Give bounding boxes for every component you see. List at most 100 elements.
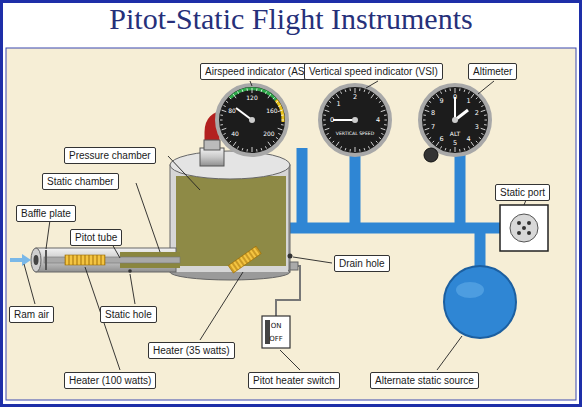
tick-mark bbox=[376, 97, 378, 99]
tick-mark bbox=[325, 128, 330, 130]
tick-mark bbox=[479, 101, 481, 103]
tick-mark bbox=[224, 133, 226, 134]
tick-mark bbox=[220, 115, 223, 116]
tick-mark bbox=[332, 141, 334, 143]
tick-mark bbox=[441, 92, 442, 94]
tick-mark bbox=[355, 88, 356, 93]
tick-mark bbox=[455, 88, 456, 93]
heater-100-coil bbox=[65, 255, 105, 265]
callout-box: Alternate static source bbox=[370, 372, 479, 389]
callout-label: Pitot tube bbox=[75, 232, 117, 243]
tick-mark bbox=[229, 141, 231, 143]
tick-mark bbox=[268, 142, 271, 146]
callout-label: Static chamber bbox=[47, 176, 114, 187]
tick-mark bbox=[381, 110, 386, 112]
tick-mark bbox=[233, 94, 236, 98]
heater-35-coil bbox=[228, 246, 261, 273]
gauge-marking: 1 bbox=[337, 100, 341, 107]
gauge-number: 1 bbox=[466, 97, 470, 105]
tick-mark bbox=[329, 101, 331, 103]
tick-mark bbox=[427, 133, 429, 134]
tick-mark bbox=[276, 137, 278, 139]
static-lines bbox=[286, 148, 500, 272]
callout-label: Static port bbox=[500, 187, 545, 198]
tick-mark bbox=[222, 110, 227, 112]
gauge-number: 7 bbox=[431, 123, 435, 131]
tick-mark bbox=[355, 147, 356, 152]
gauge-marking: 80 bbox=[228, 108, 236, 114]
tick-mark bbox=[282, 120, 285, 121]
gauge-marking: 200 bbox=[263, 131, 274, 137]
callout-label: Altimeter bbox=[473, 66, 512, 77]
gauge-number: 1 bbox=[337, 99, 341, 107]
tick-mark bbox=[323, 120, 326, 121]
tick-mark bbox=[459, 88, 460, 91]
tick-mark bbox=[429, 101, 431, 103]
tick-mark bbox=[341, 146, 342, 148]
tick-mark bbox=[381, 106, 383, 107]
tick-mark bbox=[229, 97, 231, 99]
gauge-marking: 4 bbox=[466, 135, 470, 142]
tick-mark bbox=[381, 133, 383, 134]
gauge-marking: 0 bbox=[330, 117, 334, 124]
tick-mark bbox=[432, 97, 434, 99]
tick-mark bbox=[481, 133, 483, 134]
tick-mark bbox=[323, 115, 326, 116]
static-port bbox=[500, 205, 548, 251]
gauge-number: 4 bbox=[376, 116, 380, 124]
callout-label: Vertical speed indicator (VSI) bbox=[309, 66, 438, 77]
tick-mark bbox=[423, 120, 426, 121]
gauge-number: 120 bbox=[246, 94, 257, 101]
gauge-marking: 9 bbox=[439, 98, 443, 105]
callout-label: Alternate static source bbox=[375, 375, 474, 386]
gauge-marking: 0 bbox=[453, 94, 457, 101]
callout-box: Heater (35 watts) bbox=[148, 342, 235, 359]
tick-mark bbox=[336, 94, 339, 98]
callout-label: Baffle plate bbox=[21, 208, 71, 219]
tick-mark bbox=[471, 94, 474, 98]
tick-mark bbox=[436, 94, 439, 98]
gauge-ticks bbox=[220, 88, 487, 152]
tick-mark bbox=[364, 148, 366, 150]
static-hole bbox=[128, 269, 132, 273]
tick-mark bbox=[252, 147, 253, 152]
tick-mark bbox=[425, 110, 430, 112]
gauge-number: ALT bbox=[450, 130, 460, 137]
tick-mark bbox=[341, 92, 342, 94]
tick-mark bbox=[247, 88, 248, 91]
callout-label: Heater (100 watts) bbox=[69, 375, 151, 386]
gauge-marking: 2 bbox=[475, 110, 479, 117]
tick-mark bbox=[265, 146, 266, 148]
tick-mark bbox=[281, 124, 284, 125]
gauge-number: 8 bbox=[431, 109, 435, 117]
airspeed-indicator bbox=[217, 85, 287, 155]
callout-box: Airspeed indicator (ASI) bbox=[200, 63, 316, 80]
tick-mark bbox=[278, 128, 283, 130]
tick-mark bbox=[222, 128, 227, 130]
tick-mark bbox=[329, 137, 331, 139]
alternate-static-source bbox=[444, 266, 516, 338]
tick-mark bbox=[450, 88, 451, 91]
gauge-marking: 1 bbox=[466, 98, 470, 105]
gauge-number: 6 bbox=[439, 134, 443, 142]
gauge-number: 80 bbox=[228, 107, 236, 114]
tick-mark bbox=[238, 92, 239, 94]
tick-mark bbox=[476, 141, 478, 143]
tick-mark bbox=[381, 128, 386, 130]
gauge-number: 4 bbox=[466, 134, 470, 142]
tick-mark bbox=[256, 149, 257, 152]
gauge-marking: 3 bbox=[475, 124, 479, 131]
callout-box: Pitot tube bbox=[70, 229, 122, 246]
tick-mark bbox=[368, 146, 369, 148]
tick-mark bbox=[384, 115, 387, 116]
diagram-title: Pitot-Static Flight Instruments bbox=[0, 2, 582, 36]
gauge-marking: 7 bbox=[431, 124, 435, 131]
tick-mark bbox=[468, 92, 469, 94]
heater-wire bbox=[276, 266, 300, 316]
tick-mark bbox=[468, 146, 469, 148]
tick-mark bbox=[276, 101, 278, 103]
tick-mark bbox=[423, 124, 426, 125]
tick-mark bbox=[427, 106, 429, 107]
tick-mark bbox=[350, 88, 351, 91]
